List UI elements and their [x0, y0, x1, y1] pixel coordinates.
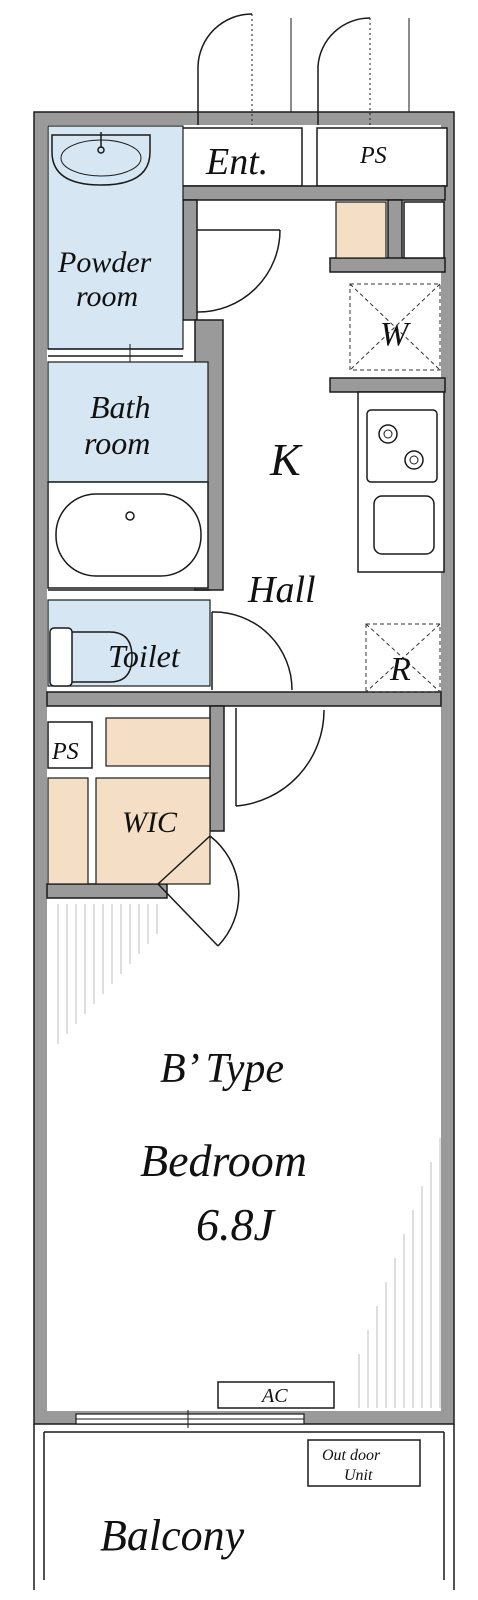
entrance-label: Ent. — [205, 141, 268, 183]
bath-room-label-line1: Bath — [90, 389, 150, 425]
toilet-label: Toilet — [108, 638, 181, 674]
wic-area — [95, 777, 211, 885]
outdoor-unit-label-line1: Out door — [322, 1447, 381, 1464]
washer-label: W — [380, 316, 411, 353]
toilet-door — [211, 611, 293, 691]
ps-top-label: PS — [359, 143, 387, 169]
balcony-label: Balcony — [100, 1511, 245, 1560]
refrigerator-label: R — [389, 651, 411, 688]
bedroom-label: Bedroom — [140, 1135, 307, 1186]
powder-room-label-line1: Powder — [57, 246, 152, 279]
bedroom-size-label: 6.8J — [196, 1199, 277, 1250]
toilet-icon — [49, 627, 133, 687]
ps-left-label: PS — [51, 739, 79, 765]
stove-burner-icon — [378, 424, 424, 470]
bedroom-door — [235, 708, 325, 807]
bedroom-hatching — [57, 904, 441, 1408]
outdoor-unit-box — [307, 1439, 421, 1487]
outdoor-unit-label-line2: Unit — [344, 1467, 373, 1484]
ps-top-box — [316, 127, 448, 187]
hall-label: Hall — [247, 569, 316, 611]
kitchen-label: K — [269, 434, 303, 485]
powder-room-area — [47, 125, 184, 350]
sliding-door-powder-bath — [48, 344, 183, 362]
ac-box — [217, 1381, 335, 1409]
powder-room-label-line2: room — [76, 280, 138, 313]
bathtub-icon — [47, 481, 209, 589]
wall-hall-bedroom — [46, 691, 442, 707]
bath-room-label-line2: room — [84, 425, 150, 461]
wic-label: WIC — [122, 806, 178, 839]
balcony-area — [33, 1424, 455, 1590]
sink-icon — [51, 132, 151, 186]
refrigerator-space — [365, 623, 441, 693]
wall-under-small-boxes — [329, 257, 446, 273]
cabinet-box-top — [403, 201, 445, 259]
wall-wic-right — [209, 705, 225, 832]
wall-under-entrance — [154, 185, 446, 201]
type-title: B’ Type — [160, 1046, 284, 1092]
wic-shelf-top — [105, 717, 211, 767]
wic-door — [157, 835, 240, 947]
wall-left-column — [182, 199, 198, 321]
wic-shelf-left — [47, 777, 89, 885]
wall-under-washer — [329, 377, 446, 393]
storage-box-top — [335, 201, 387, 259]
washer-space — [349, 283, 441, 371]
wall-wic-bottom — [46, 883, 168, 899]
kitchen-counter — [357, 391, 445, 573]
kitchen-sink-icon — [373, 495, 435, 555]
ps-left-box — [47, 721, 93, 769]
wall-right-small — [387, 199, 403, 261]
ac-label: AC — [260, 1385, 288, 1407]
balcony-window — [75, 1410, 305, 1428]
entrance-doors — [197, 13, 410, 125]
bath-room-area — [47, 361, 209, 483]
powder-room-door — [196, 229, 281, 313]
